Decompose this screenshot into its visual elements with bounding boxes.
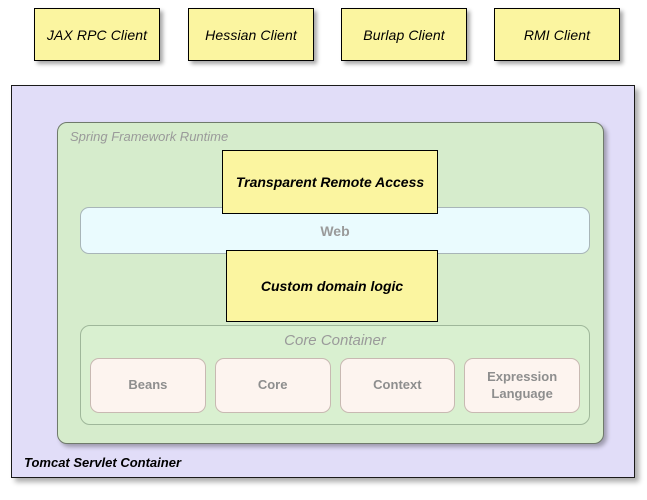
core-module-label: Core (257, 377, 288, 393)
transparent-remote-access-box[interactable]: Transparent Remote Access (222, 150, 438, 214)
client-box-jax-rpc[interactable]: JAX RPC Client (34, 8, 160, 61)
core-module-core[interactable]: Core (214, 358, 331, 413)
core-container-label: Core Container (284, 332, 386, 349)
client-box-burlap[interactable]: Burlap Client (341, 8, 467, 61)
core-module-label: Context (373, 377, 422, 393)
core-module-expression-language[interactable]: Expression Language (464, 358, 580, 413)
client-box-label: JAX RPC Client (46, 26, 148, 43)
spring-framework-runtime[interactable]: Spring Framework Runtime Web Transparent… (57, 122, 604, 444)
core-module-beans[interactable]: Beans (90, 358, 206, 413)
core-module-context[interactable]: Context (339, 358, 456, 413)
client-box-rmi[interactable]: RMI Client (494, 8, 620, 61)
tomcat-servlet-container[interactable]: Spring Framework Runtime Web Transparent… (11, 85, 635, 478)
custom-domain-logic-label: Custom domain logic (260, 278, 404, 294)
core-module-label: Expression Language (487, 369, 558, 401)
client-box-label: Burlap Client (363, 26, 445, 43)
core-container-modules: Beans Core Context Expression Language (90, 358, 580, 413)
client-box-label: Hessian Client (205, 26, 297, 43)
custom-domain-logic-box[interactable]: Custom domain logic (226, 250, 438, 322)
spring-framework-runtime-label: Spring Framework Runtime (70, 129, 229, 144)
core-container[interactable]: Core Container Beans Core Context Expres… (80, 325, 590, 425)
core-module-label: Beans (128, 377, 168, 393)
tomcat-servlet-container-label: Tomcat Servlet Container (24, 455, 182, 470)
client-box-hessian[interactable]: Hessian Client (188, 8, 314, 61)
client-box-label: RMI Client (523, 26, 591, 43)
transparent-remote-access-label: Transparent Remote Access (235, 174, 425, 190)
web-layer-label: Web (320, 222, 350, 239)
web-layer[interactable]: Web (80, 207, 590, 254)
